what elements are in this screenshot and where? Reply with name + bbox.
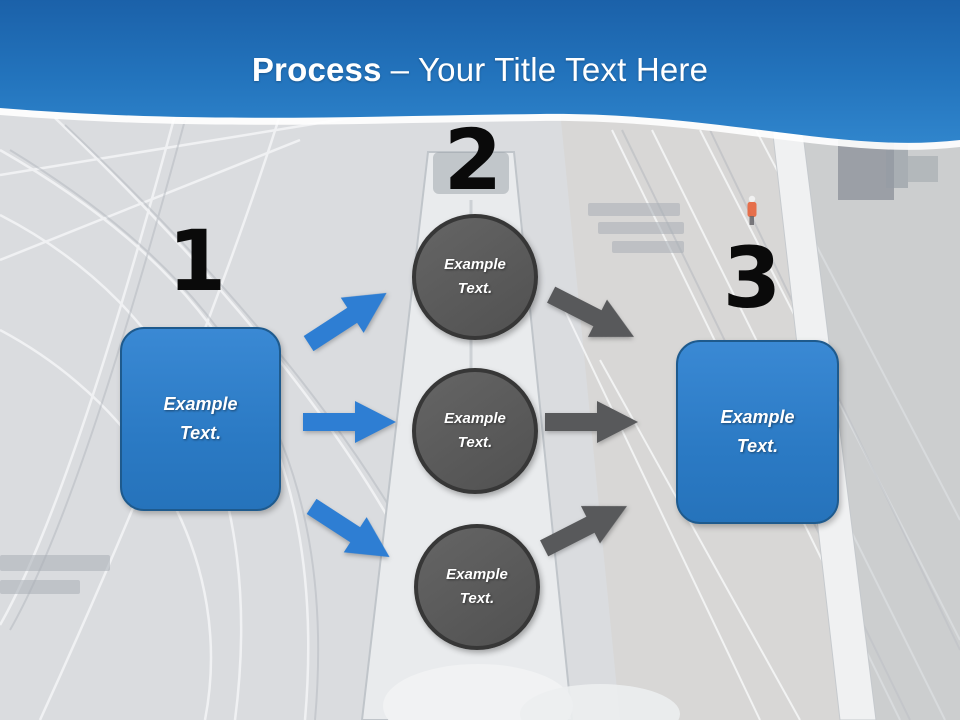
process-circle-bottom-label: Example Text. [446,566,508,607]
process-box-step1: Example Text. [120,327,281,511]
arrow-up-right-icon [303,292,387,352]
process-circle-middle: Example Text. [412,368,538,494]
arrow-right-icon [545,401,638,443]
step-number-2: 2 [443,111,503,209]
step-number-3: 3 [722,229,782,327]
step-number-1: 1 [167,212,227,310]
process-circle-top: Example Text. [412,214,538,340]
process-box-step3-label: Example Text. [720,407,795,456]
process-box-step3: Example Text. [676,340,839,524]
arrow-down-right-icon [306,498,390,558]
page-title-rest: – Your Title Text Here [390,51,709,88]
arrow-up-right-icon [540,506,627,557]
page-title-bold: Process [251,51,382,88]
arrow-right-icon [303,401,396,443]
process-circle-top-label: Example Text. [444,256,506,297]
process-box-step1-label: Example Text. [163,394,238,443]
arrow-down-right-icon [547,286,634,337]
process-circle-bottom: Example Text. [414,524,540,650]
page-title: Process– Your Title Text Here [0,50,960,90]
sleeper-stacks [0,203,684,594]
process-circle-middle-label: Example Text. [444,410,506,451]
worker-figure [747,195,757,225]
